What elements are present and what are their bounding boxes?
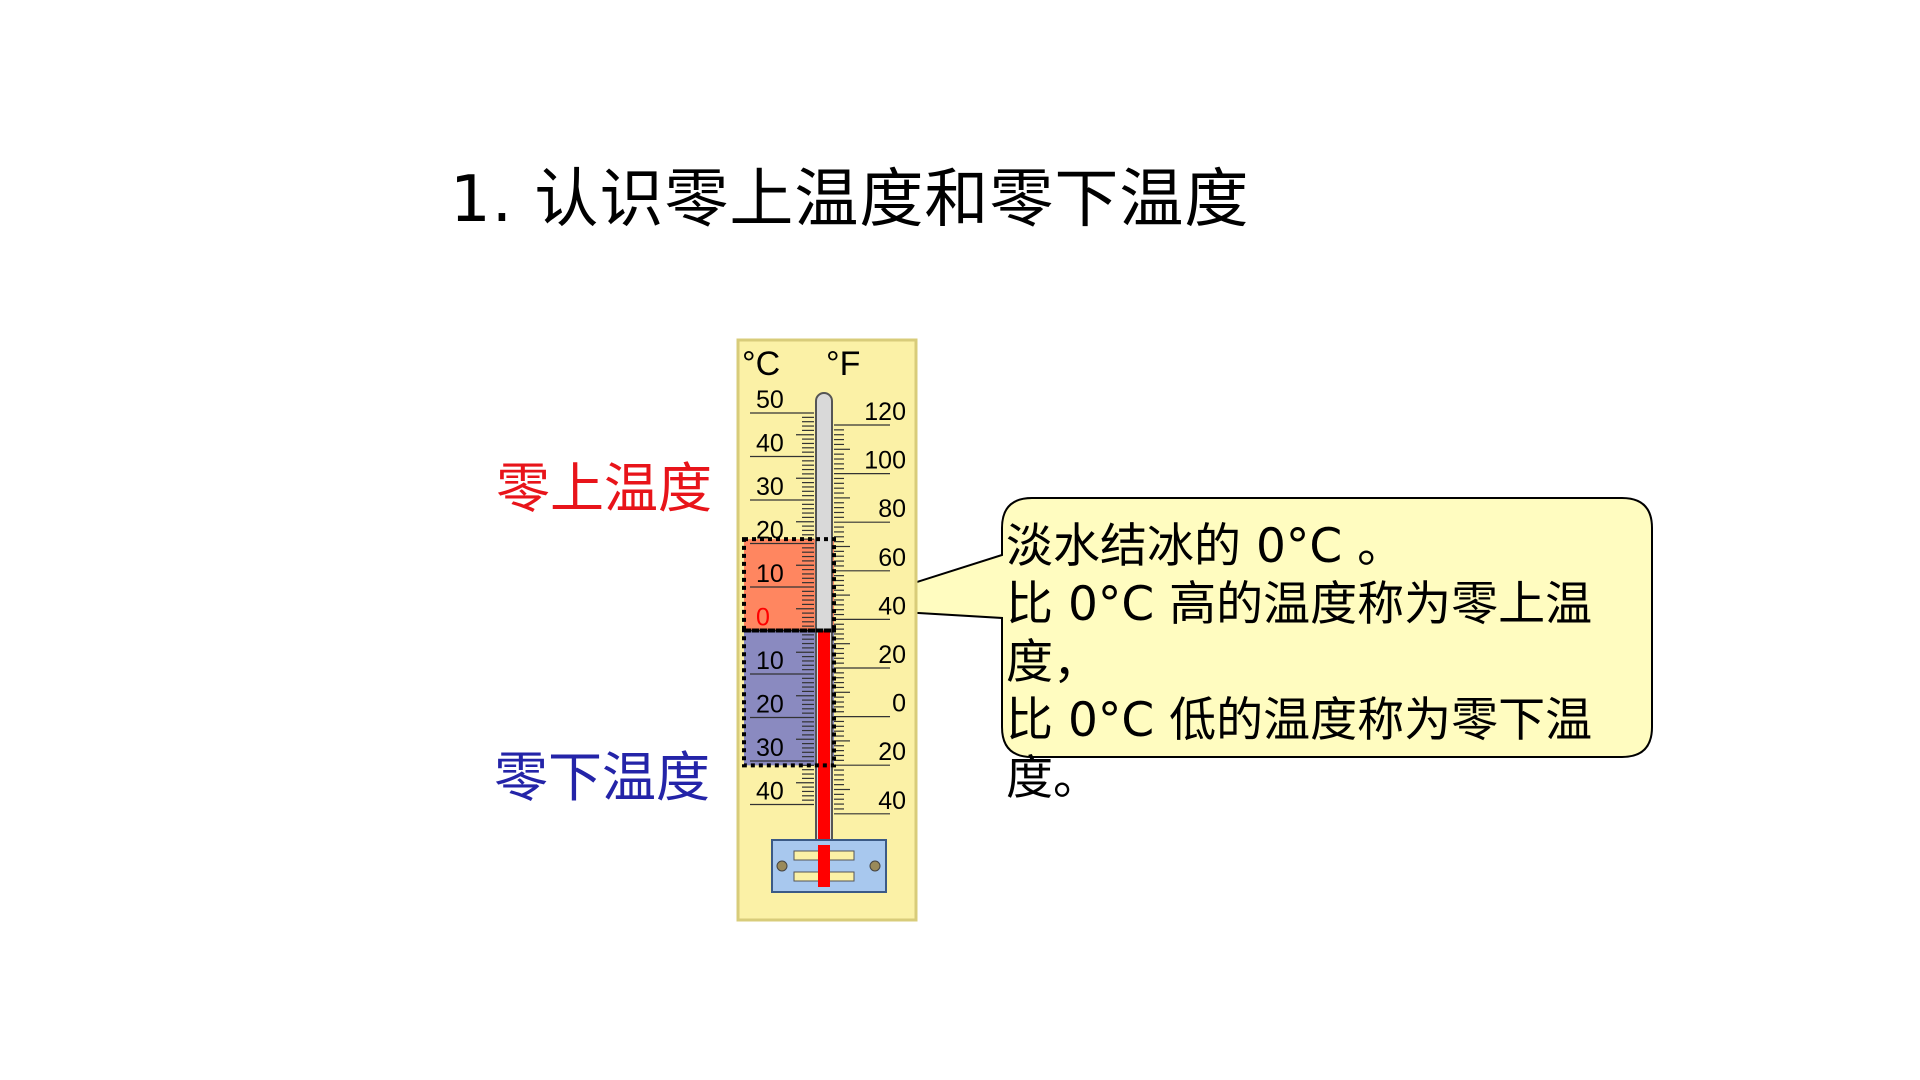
fahrenheit-tick-label: 80 bbox=[878, 495, 906, 523]
fahrenheit-tick-label: 40 bbox=[878, 592, 906, 620]
celsius-tick-label: 30 bbox=[756, 473, 784, 501]
callout-line: 度， bbox=[1006, 635, 1100, 690]
fahrenheit-tick-label: 0 bbox=[892, 690, 906, 718]
callout-shape bbox=[834, 497, 1653, 758]
celsius-tick-label: 30 bbox=[756, 734, 784, 762]
celsius-tick-label: 40 bbox=[756, 778, 784, 806]
fahrenheit-tick-label: 40 bbox=[878, 787, 906, 815]
below-zero-label: 零下温度 bbox=[494, 746, 710, 809]
fahrenheit-tick-label: 60 bbox=[878, 544, 906, 572]
fahrenheit-unit: °F bbox=[826, 345, 860, 383]
above-zero-label: 零上温度 bbox=[496, 457, 712, 520]
fahrenheit-tick-label: 20 bbox=[878, 641, 906, 669]
callout-line: 比 0°C 高的温度称为零上温 bbox=[1006, 577, 1593, 632]
callout-line: 比 0°C 低的温度称为零下温 bbox=[1006, 693, 1593, 748]
mercury-column bbox=[818, 630, 830, 850]
celsius-unit: °C bbox=[742, 345, 780, 383]
fahrenheit-tick-label: 120 bbox=[864, 398, 906, 426]
callout-text: 淡水结冰的 0°C 。 比 0°C 高的温度称为零上温 度， 比 0°C 低的温… bbox=[1006, 518, 1592, 808]
celsius-tick-label: 0 bbox=[756, 604, 770, 632]
callout-line: 度。 bbox=[1006, 751, 1100, 806]
celsius-tick-label: 10 bbox=[756, 647, 784, 675]
fahrenheit-tick-label: 100 bbox=[864, 447, 906, 475]
thermometer-base bbox=[771, 839, 887, 893]
celsius-tick-label: 10 bbox=[756, 560, 784, 588]
page-title: 1. 认识零上温度和零下温度 bbox=[450, 163, 1250, 237]
celsius-tick-label: 20 bbox=[756, 691, 784, 719]
celsius-tick-label: 40 bbox=[756, 430, 784, 458]
callout-line: 淡水结冰的 0°C 。 bbox=[1006, 519, 1405, 574]
celsius-tick-label: 50 bbox=[756, 386, 784, 414]
above-zero-frame bbox=[742, 537, 836, 633]
fahrenheit-tick-label: 20 bbox=[878, 738, 906, 766]
